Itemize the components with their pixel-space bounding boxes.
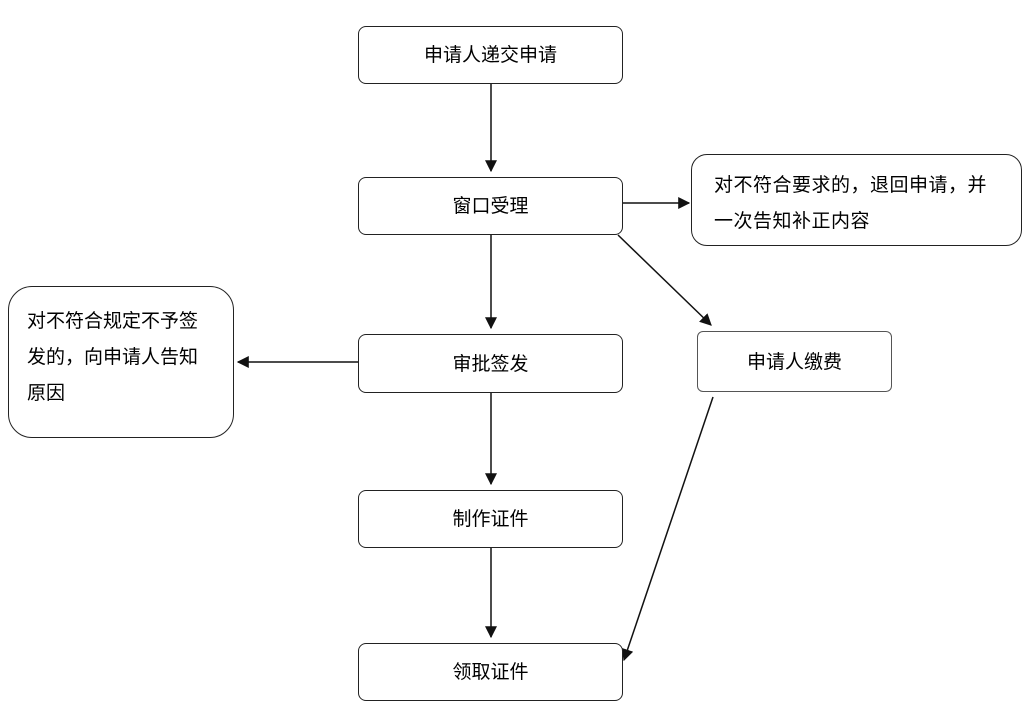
note-return-application: 对不符合要求的，退回申请，并一次告知补正内容 <box>691 154 1022 246</box>
node-applicant-payment: 申请人缴费 <box>697 331 892 392</box>
note-refuse-issuance: 对不符合规定不予签发的，向申请人告知原因 <box>8 286 234 438</box>
node-submit-application-label: 申请人递交申请 <box>423 44 557 66</box>
node-make-certificate-label: 制作证件 <box>452 508 529 530</box>
node-approval-issuance: 审批签发 <box>358 334 623 393</box>
arrow-pay-to-receive <box>621 396 714 662</box>
node-submit-application: 申请人递交申请 <box>358 26 623 84</box>
note-refuse-issuance-text: 对不符合规定不予签发的，向申请人告知原因 <box>27 310 199 404</box>
node-applicant-payment-label: 申请人缴费 <box>746 350 842 373</box>
node-receive-certificate: 领取证件 <box>358 643 623 701</box>
note-return-application-text: 对不符合要求的，退回申请，并一次告知补正内容 <box>714 174 988 232</box>
node-receive-certificate-label: 领取证件 <box>452 661 529 683</box>
arrow-accept-to-pay <box>617 234 712 326</box>
node-window-acceptance-label: 窗口受理 <box>452 195 529 217</box>
node-window-acceptance: 窗口受理 <box>358 177 623 235</box>
node-make-certificate: 制作证件 <box>358 490 623 548</box>
node-approval-issuance-label: 审批签发 <box>452 352 529 375</box>
